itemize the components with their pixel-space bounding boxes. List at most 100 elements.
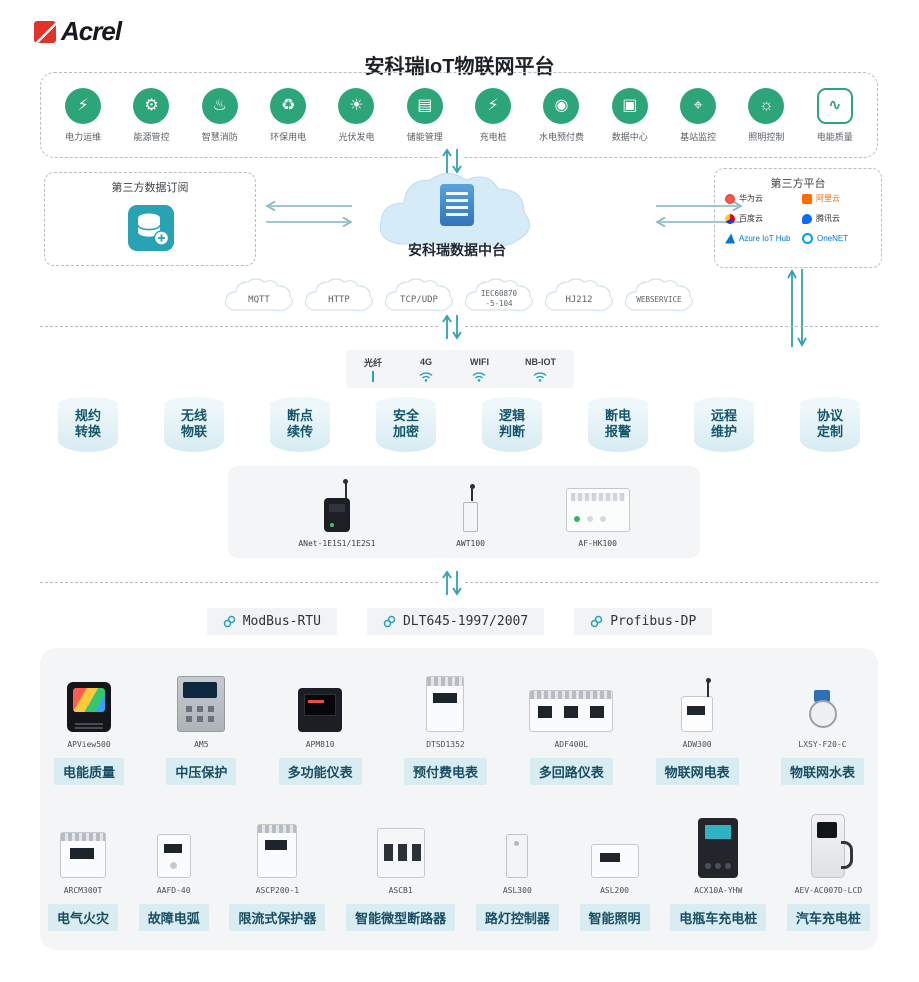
app-label: 数据中心 bbox=[611, 131, 648, 142]
device-card-am5: AM5 中压保护 bbox=[166, 668, 237, 785]
app-label: 智慧消防 bbox=[201, 131, 238, 142]
app-item-storage: ▤ 储能管理 bbox=[393, 87, 457, 143]
device-image-arcm300t bbox=[60, 832, 106, 878]
device-card-ascp200: ASCP200-1 限流式保护器 bbox=[229, 814, 326, 931]
device-image-am5 bbox=[177, 676, 226, 732]
platform-ali-cloud: 阿里云 bbox=[802, 193, 875, 204]
capability-cylinder: 无线物联 bbox=[164, 397, 224, 452]
app-label: 电能质量 bbox=[816, 131, 853, 142]
app-item-prepaid: ◉ 水电预付费 bbox=[529, 87, 593, 143]
device-image-apview500 bbox=[67, 682, 111, 732]
power-quality-icon: ∿ bbox=[816, 87, 853, 124]
device-image-aev-charger bbox=[811, 814, 854, 878]
device-image-asl300 bbox=[506, 834, 529, 878]
app-label: 基站监控 bbox=[680, 131, 717, 142]
device-category-tag: 智能照明 bbox=[579, 904, 650, 931]
device-category-tag: 汽车充电桩 bbox=[786, 904, 870, 931]
protocol-cloud-webservice: WEBSERVICE bbox=[625, 278, 693, 312]
device-image-aafd40 bbox=[156, 834, 191, 878]
base-station-icon: ⌖ bbox=[680, 87, 717, 124]
transport-protocols: MQTT HTTP TCP/UDP IEC60870 -5-104 HJ212 … bbox=[222, 276, 696, 318]
azure-icon bbox=[725, 233, 735, 244]
device-image-asl200 bbox=[590, 844, 639, 878]
protocol-tag-profibus: Profibus-DP bbox=[574, 608, 713, 635]
app-label: 光伏发电 bbox=[338, 131, 375, 142]
gateway-model: ANet-1E1S1/1E2S1 bbox=[298, 539, 376, 548]
device-category-tag: 物联网电表 bbox=[655, 758, 739, 785]
data-server-icon bbox=[440, 184, 474, 226]
connectivity-bar: 光纤 4G WIFI NB-IOT bbox=[346, 350, 574, 388]
app-label: 电力运维 bbox=[65, 131, 102, 142]
bidirectional-arrow-icon bbox=[440, 146, 464, 176]
platform-huawei-cloud: 华为云 bbox=[725, 193, 798, 204]
device-category-tag: 多功能仪表 bbox=[278, 758, 362, 785]
link-icon bbox=[223, 615, 235, 628]
protocol-cloud-iec60870: IEC60870 -5-104 bbox=[465, 278, 533, 312]
capability-cylinder: 断电报警 bbox=[588, 397, 648, 452]
device-image-apm810 bbox=[298, 688, 343, 732]
prepaid-metering-icon: ◉ bbox=[543, 87, 580, 124]
svg-text:IEC60870: IEC60870 bbox=[481, 289, 518, 298]
charging-pile-icon: ⚡ bbox=[475, 87, 512, 124]
solar-power-icon: ☀ bbox=[338, 87, 375, 124]
wifi-icon bbox=[419, 371, 433, 382]
antenna-icon bbox=[705, 678, 711, 697]
app-item-charging: ⚡ 充电桩 bbox=[461, 87, 525, 143]
svg-text:WEBSERVICE: WEBSERVICE bbox=[636, 295, 682, 304]
device-card-water-meter: LXSY-F20-C 物联网水表 bbox=[780, 668, 864, 785]
device-card-adw300: ADW300 物联网电表 bbox=[655, 668, 739, 785]
antenna-icon bbox=[343, 479, 349, 498]
wifi-icon bbox=[533, 371, 547, 382]
device-image-water-meter bbox=[805, 690, 839, 732]
bidirectional-arrow-icon bbox=[440, 312, 464, 342]
acrel-flag-icon bbox=[34, 20, 56, 43]
capability-cylinder: 规约转换 bbox=[58, 397, 118, 452]
device-image-adw300 bbox=[681, 678, 714, 732]
device-image-anet bbox=[323, 479, 350, 532]
device-image-acx10a bbox=[698, 818, 739, 878]
svg-text:HTTP: HTTP bbox=[328, 295, 350, 305]
device-card-asl200: ASL200 智能照明 bbox=[579, 814, 650, 931]
devices-row-2: ARCM300T 电气火灾 AAFD-40 故障电弧 ASCP200-1 限流式… bbox=[48, 814, 870, 931]
energy-control-icon: ⚙ bbox=[133, 87, 170, 124]
field-protocols: ModBus-RTU DLT645-1997/2007 Profibus-DP bbox=[0, 608, 919, 635]
energy-storage-icon: ▤ bbox=[406, 87, 443, 124]
edge-capabilities: 规约转换 无线物联 断点续传 安全加密 逻辑判断 断电报警 远程维护 协议定制 bbox=[58, 397, 860, 452]
app-item-lighting: ☼ 照明控制 bbox=[734, 87, 798, 143]
smart-fire-icon: ♨ bbox=[201, 87, 238, 124]
device-card-adf400l: ADF400L 多回路仪表 bbox=[529, 668, 614, 785]
device-card-dtsd1352: DTSD1352 预付费电表 bbox=[403, 668, 487, 785]
svg-text:-5-104: -5-104 bbox=[485, 299, 513, 308]
device-image-adf400l bbox=[529, 690, 614, 732]
app-label: 环保用电 bbox=[270, 131, 307, 142]
device-category-tag: 物联网水表 bbox=[780, 758, 864, 785]
device-card-ascb1: ASCB1 智能微型断路器 bbox=[346, 814, 456, 931]
platform-tencent-cloud: 腾讯云 bbox=[802, 213, 875, 224]
data-center-icon: ▣ bbox=[611, 87, 648, 124]
platform-link-arrows-icon bbox=[787, 269, 807, 347]
gateway-anet: ANet-1E1S1/1E2S1 bbox=[298, 479, 376, 548]
protocol-cloud-tcpudp: TCP/UDP bbox=[385, 278, 453, 312]
data-flow-arrows-left bbox=[265, 200, 353, 228]
device-card-arcm300t: ARCM300T 电气火灾 bbox=[48, 814, 119, 931]
device-image-awt100 bbox=[463, 484, 479, 532]
device-image-ascp200 bbox=[257, 824, 298, 878]
platform-onenet: OneNET bbox=[802, 233, 875, 244]
eco-power-icon: ♻ bbox=[270, 87, 307, 124]
device-card-aev-charger: AEV-AC007D-LCD 汽车充电桩 bbox=[786, 814, 870, 931]
bidirectional-arrow-icon bbox=[440, 568, 464, 598]
device-category-tag: 智能微型断路器 bbox=[346, 904, 456, 931]
device-category-tag: 电能质量 bbox=[54, 758, 125, 785]
device-card-acx10a: ACX10A-YHW 电瓶车充电桩 bbox=[670, 814, 767, 931]
platform-baidu-cloud: 百度云 bbox=[725, 213, 798, 224]
app-label: 能源管控 bbox=[133, 131, 170, 142]
devices-panel: APView500 电能质量 AM5 中压保护 APM810 多功能仪表 DTS… bbox=[40, 648, 878, 950]
wifi-icon bbox=[472, 371, 486, 382]
device-card-asl300: ASL300 路灯控制器 bbox=[475, 814, 559, 931]
onenet-icon bbox=[802, 233, 813, 244]
data-hub-cloud: 安科瑞数据中台 bbox=[372, 166, 542, 271]
device-category-tag: 限流式保护器 bbox=[229, 904, 326, 931]
device-card-apview500: APView500 电能质量 bbox=[54, 668, 125, 785]
fiber-icon bbox=[371, 371, 374, 382]
